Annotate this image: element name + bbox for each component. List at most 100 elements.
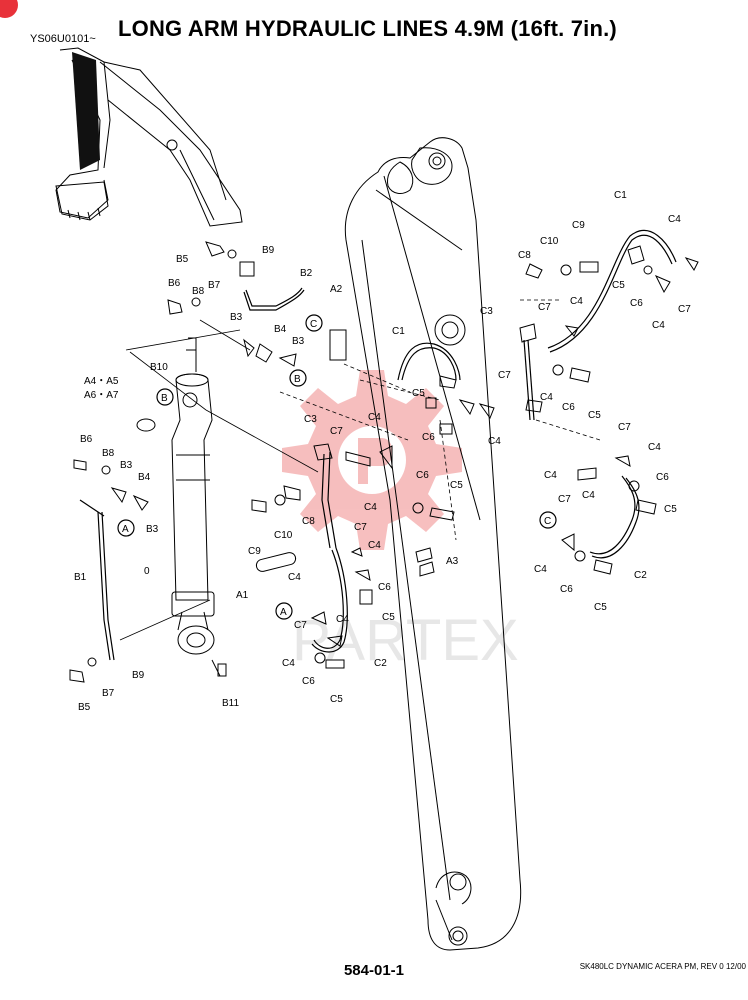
callout-label: B3 (146, 524, 159, 535)
callout-label: B7 (208, 280, 221, 291)
marker-a-left (117, 519, 135, 537)
marker-c-top-label: C (310, 319, 317, 330)
callout-label: B6 (168, 278, 181, 289)
callout-label: C7 (618, 422, 631, 433)
marker-b-cylinder (156, 388, 174, 406)
callout-label: C2 (634, 570, 647, 581)
corner-mark (0, 0, 18, 18)
marker-c-right-label: C (544, 516, 551, 527)
leader-lines (119, 299, 601, 641)
excavator-inset (55, 47, 243, 227)
callout-label: C6 (560, 584, 573, 595)
marker-a-mid (275, 602, 293, 620)
marker-c-right (539, 511, 557, 529)
callout-label: C10 (540, 236, 559, 247)
marker-b-top-label: B (294, 374, 301, 385)
callout-label: C6 (416, 470, 429, 481)
callout-label: B7 (102, 688, 115, 699)
callout-label: C5 (594, 602, 607, 613)
callout-label: C7 (294, 620, 307, 631)
callout-label: C4 (364, 502, 377, 513)
callout-label: C6 (656, 472, 669, 483)
callout-label: C7 (498, 370, 511, 381)
callout-label: B10 (150, 362, 168, 373)
manual-reference: SK480LC DYNAMIC ACERA PM, REV 0 12/00 (579, 962, 746, 971)
callout-label: B9 (262, 245, 275, 256)
callout-label: A2 (330, 284, 343, 295)
callout-label: C4 (570, 296, 583, 307)
callout-label: C6 (378, 582, 391, 593)
callout-label: C5 (612, 280, 625, 291)
callout-label: B2 (300, 268, 313, 279)
callout-label: C5 (382, 612, 395, 623)
callout-label: C6 (302, 676, 315, 687)
callout-label: B8 (192, 286, 205, 297)
callout-label: C4 (544, 470, 557, 481)
callout-label: 0 (144, 566, 150, 577)
callout-label: C4 (582, 490, 595, 501)
serial-number: YS06U0101~ (30, 33, 96, 45)
callout-label: C5 (664, 504, 677, 515)
callout-label: A1 (236, 590, 249, 601)
callout-label: C3 (304, 414, 317, 425)
callout-label: C6 (562, 402, 575, 413)
callout-label: C3 (480, 306, 493, 317)
callout-label: B3 (292, 336, 305, 347)
callout-label: C7 (678, 304, 691, 315)
callout-label: C10 (274, 530, 293, 541)
callout-label: C6 (422, 432, 435, 443)
callout-label: B6 (80, 434, 93, 445)
callout-label: B1 (74, 572, 87, 583)
callout-label: B4 (274, 324, 287, 335)
hose-lines (79, 229, 677, 661)
hardware-parts (69, 241, 699, 683)
callout-label: C4 (368, 540, 381, 551)
callout-label: C4 (540, 392, 553, 403)
watermark-text: PARTEX (292, 608, 519, 673)
callout-label: C5 (588, 410, 601, 421)
callout-label: C2 (374, 658, 387, 669)
callout-label: C5 (412, 388, 425, 399)
callout-label: C7 (558, 494, 571, 505)
page-number: 584-01-1 (343, 962, 405, 979)
callout-label: B3 (120, 460, 133, 471)
callout-label: C4 (668, 214, 681, 225)
callout-label: A6・A7 (84, 390, 119, 401)
callout-label: C4 (488, 436, 501, 447)
callout-label: B5 (176, 254, 189, 265)
page-title: LONG ARM HYDRAULIC LINES 4.9M (16ft. 7in… (118, 16, 617, 41)
callout-label: C4 (336, 614, 349, 625)
callout-label: C5 (450, 480, 463, 491)
callout-label: C4 (282, 658, 295, 669)
marker-c-top (305, 314, 323, 332)
callout-label: C4 (368, 412, 381, 423)
hydraulic-cylinder (171, 337, 221, 677)
callout-label: B4 (138, 472, 151, 483)
marker-b-top (289, 369, 307, 387)
callout-label: C9 (248, 546, 261, 557)
callout-label: B5 (78, 702, 91, 713)
callout-label: C4 (288, 572, 301, 583)
callout-label: C7 (354, 522, 367, 533)
callout-label: C4 (652, 320, 665, 331)
callout-label: C7 (330, 426, 343, 437)
callout-label: B11 (222, 698, 239, 709)
callout-label: B8 (102, 448, 115, 459)
callout-label: B3 (230, 312, 243, 323)
callout-label: C8 (302, 516, 315, 527)
marker-b-cylinder-label: B (161, 393, 168, 404)
callout-label: C6 (630, 298, 643, 309)
callout-label: C5 (330, 694, 343, 705)
callout-label: C7 (538, 302, 551, 313)
callout-label: C1 (392, 326, 405, 337)
callout-label: B9 (132, 670, 145, 681)
callout-label: A3 (446, 556, 459, 567)
callout-label: A4・A5 (84, 376, 119, 387)
marker-a-mid-label: A (280, 607, 287, 618)
callout-label: C8 (518, 250, 531, 261)
callout-label: C9 (572, 220, 585, 231)
callout-label: C4 (534, 564, 547, 575)
section-markers (117, 314, 557, 620)
callout-label: C4 (648, 442, 661, 453)
